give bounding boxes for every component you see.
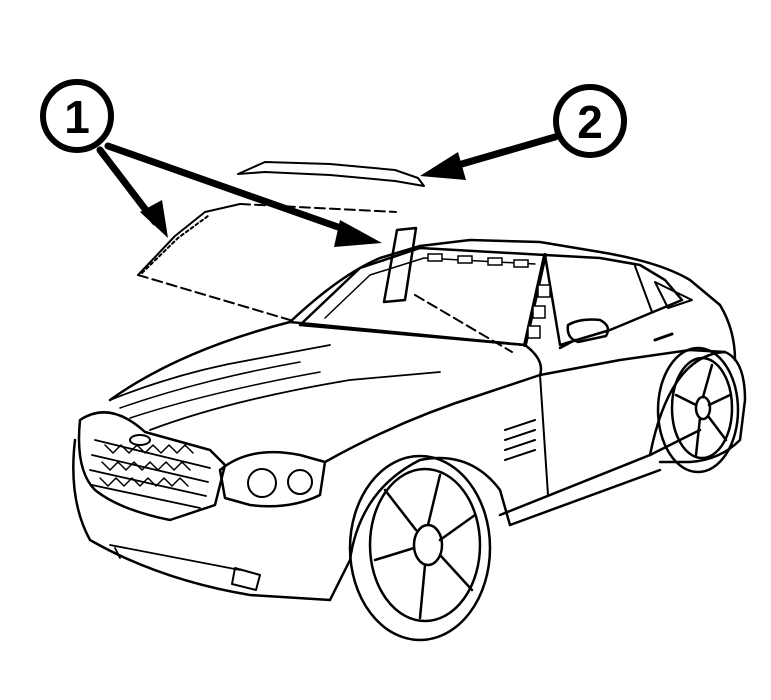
arrow-1b bbox=[104, 142, 359, 237]
car-body bbox=[72, 238, 747, 602]
windshield-molding-exploded bbox=[237, 161, 425, 187]
callout-1-label: 1 bbox=[64, 91, 90, 143]
callout-2: 2 bbox=[553, 84, 627, 158]
arrow-1a-head bbox=[140, 200, 168, 238]
windshield-labels bbox=[427, 253, 551, 339]
arrow-1b-head bbox=[334, 220, 382, 247]
callout-2-label: 2 bbox=[577, 96, 603, 148]
callout-1: 1 bbox=[40, 79, 114, 153]
glass-sample-panel bbox=[382, 226, 418, 304]
rear-wheel bbox=[656, 346, 740, 474]
arrow-2 bbox=[444, 133, 559, 172]
arrow-2-head bbox=[420, 152, 466, 180]
leader-arrows bbox=[96, 133, 559, 247]
front-wheel bbox=[348, 454, 492, 642]
windshield-glass-exploded bbox=[137, 203, 513, 353]
